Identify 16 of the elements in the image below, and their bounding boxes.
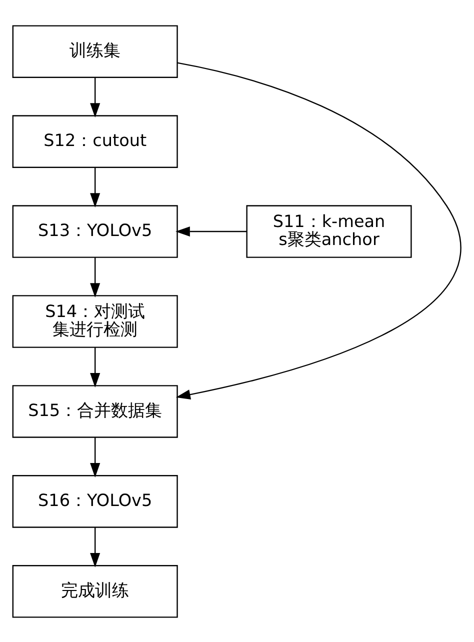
node-box: S11：k-means聚类anchor: [246, 204, 412, 258]
node-box: S16：YOLOv5: [12, 474, 178, 528]
arrow: [90, 167, 100, 208]
arrow: [176, 226, 247, 236]
arrow: [176, 62, 461, 400]
arrow: [90, 527, 100, 567]
arrow: [90, 77, 100, 118]
arrow: [90, 257, 100, 297]
node-box: S14：对测试集进行检测: [12, 294, 178, 348]
node-box: 训练集: [12, 24, 178, 78]
node-box: S15：合并数据集: [12, 384, 178, 438]
arrow: [90, 437, 100, 477]
arrow: [90, 347, 100, 387]
node-box: 完成训练: [12, 564, 178, 618]
node-box: S12：cutout: [12, 114, 178, 168]
node-box: S13：YOLOv5: [12, 204, 178, 258]
